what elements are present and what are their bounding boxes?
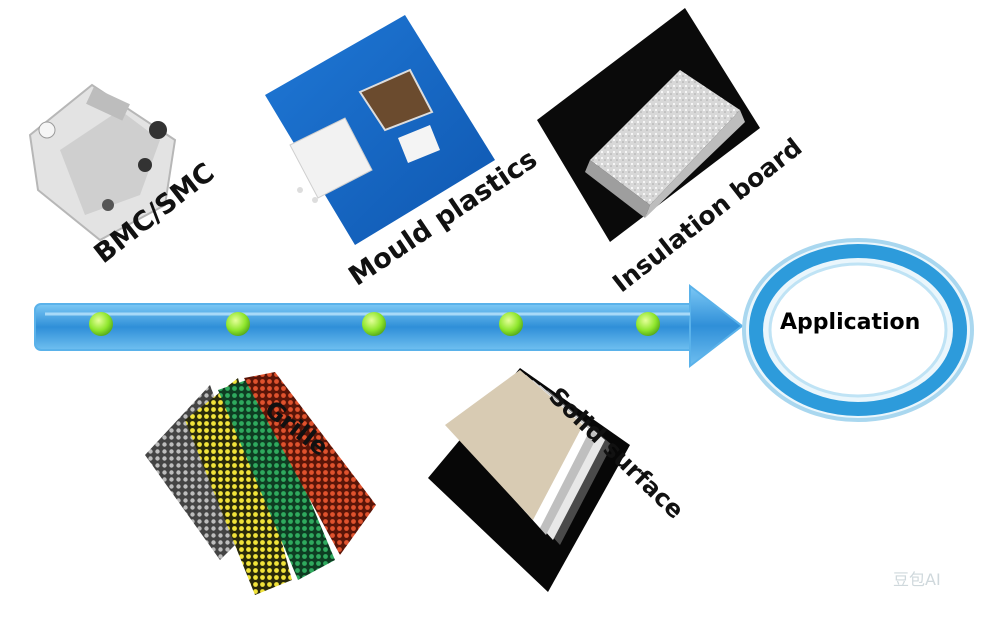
solid-surface-image — [428, 368, 630, 592]
insulation-board-image — [537, 8, 760, 242]
application-label: Application — [780, 310, 921, 335]
arrow-dots — [89, 312, 660, 336]
application-ring — [742, 238, 974, 422]
arrow-dot — [362, 312, 386, 336]
arrow-dot — [226, 312, 250, 336]
mould-plastics-image — [265, 15, 495, 245]
watermark-text: 豆包AI — [893, 570, 941, 589]
timeline-arrow — [34, 283, 744, 369]
arrow-dot — [89, 312, 113, 336]
arrow-dot — [636, 312, 660, 336]
grille-image — [145, 372, 376, 595]
arrow-dot — [499, 312, 523, 336]
bmc-smc-image — [28, 83, 177, 242]
